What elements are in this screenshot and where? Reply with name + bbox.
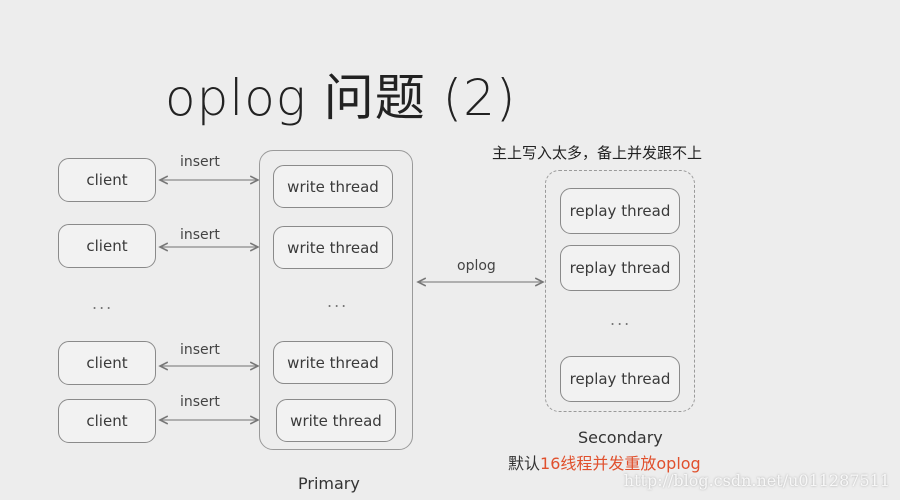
insert-label-4: insert	[180, 394, 220, 410]
client-box-1: client	[58, 158, 156, 202]
secondary-caption-highlight: 16线程并发重放oplog	[540, 454, 701, 473]
client-box-3: client	[58, 341, 156, 385]
insert-label-3: insert	[180, 342, 220, 358]
replay-thread-box-2: replay thread	[560, 245, 680, 291]
write-thread-box-3: write thread	[273, 341, 393, 384]
secondary-label: Secondary	[578, 428, 663, 447]
primary-group	[259, 150, 413, 450]
clients-ellipsis: ...	[92, 294, 114, 313]
slide-title: oplog 问题 (2)	[165, 69, 517, 127]
primary-label: Primary	[298, 474, 360, 493]
blog-watermark: http://blog.csdn.net/u011287511	[623, 471, 890, 490]
secondary-caption-prefix: 默认	[508, 454, 541, 473]
insert-label-1: insert	[180, 154, 220, 170]
client-box-4: client	[58, 399, 156, 443]
write-thread-box-4: write thread	[276, 399, 396, 442]
replay-thread-box-3: replay thread	[560, 356, 680, 402]
secondary-group	[545, 170, 695, 412]
secondary-ellipsis: ...	[610, 310, 632, 329]
insert-label-2: insert	[180, 227, 220, 243]
secondary-note: 主上写入太多，备上并发跟不上	[492, 144, 703, 162]
oplog-label: oplog	[457, 258, 496, 274]
replay-thread-box-1: replay thread	[560, 188, 680, 234]
primary-ellipsis: ...	[327, 292, 349, 311]
client-box-2: client	[58, 224, 156, 268]
secondary-caption: 默认16线程并发重放oplog	[508, 450, 701, 474]
write-thread-box-1: write thread	[273, 165, 393, 208]
write-thread-box-2: write thread	[273, 226, 393, 269]
